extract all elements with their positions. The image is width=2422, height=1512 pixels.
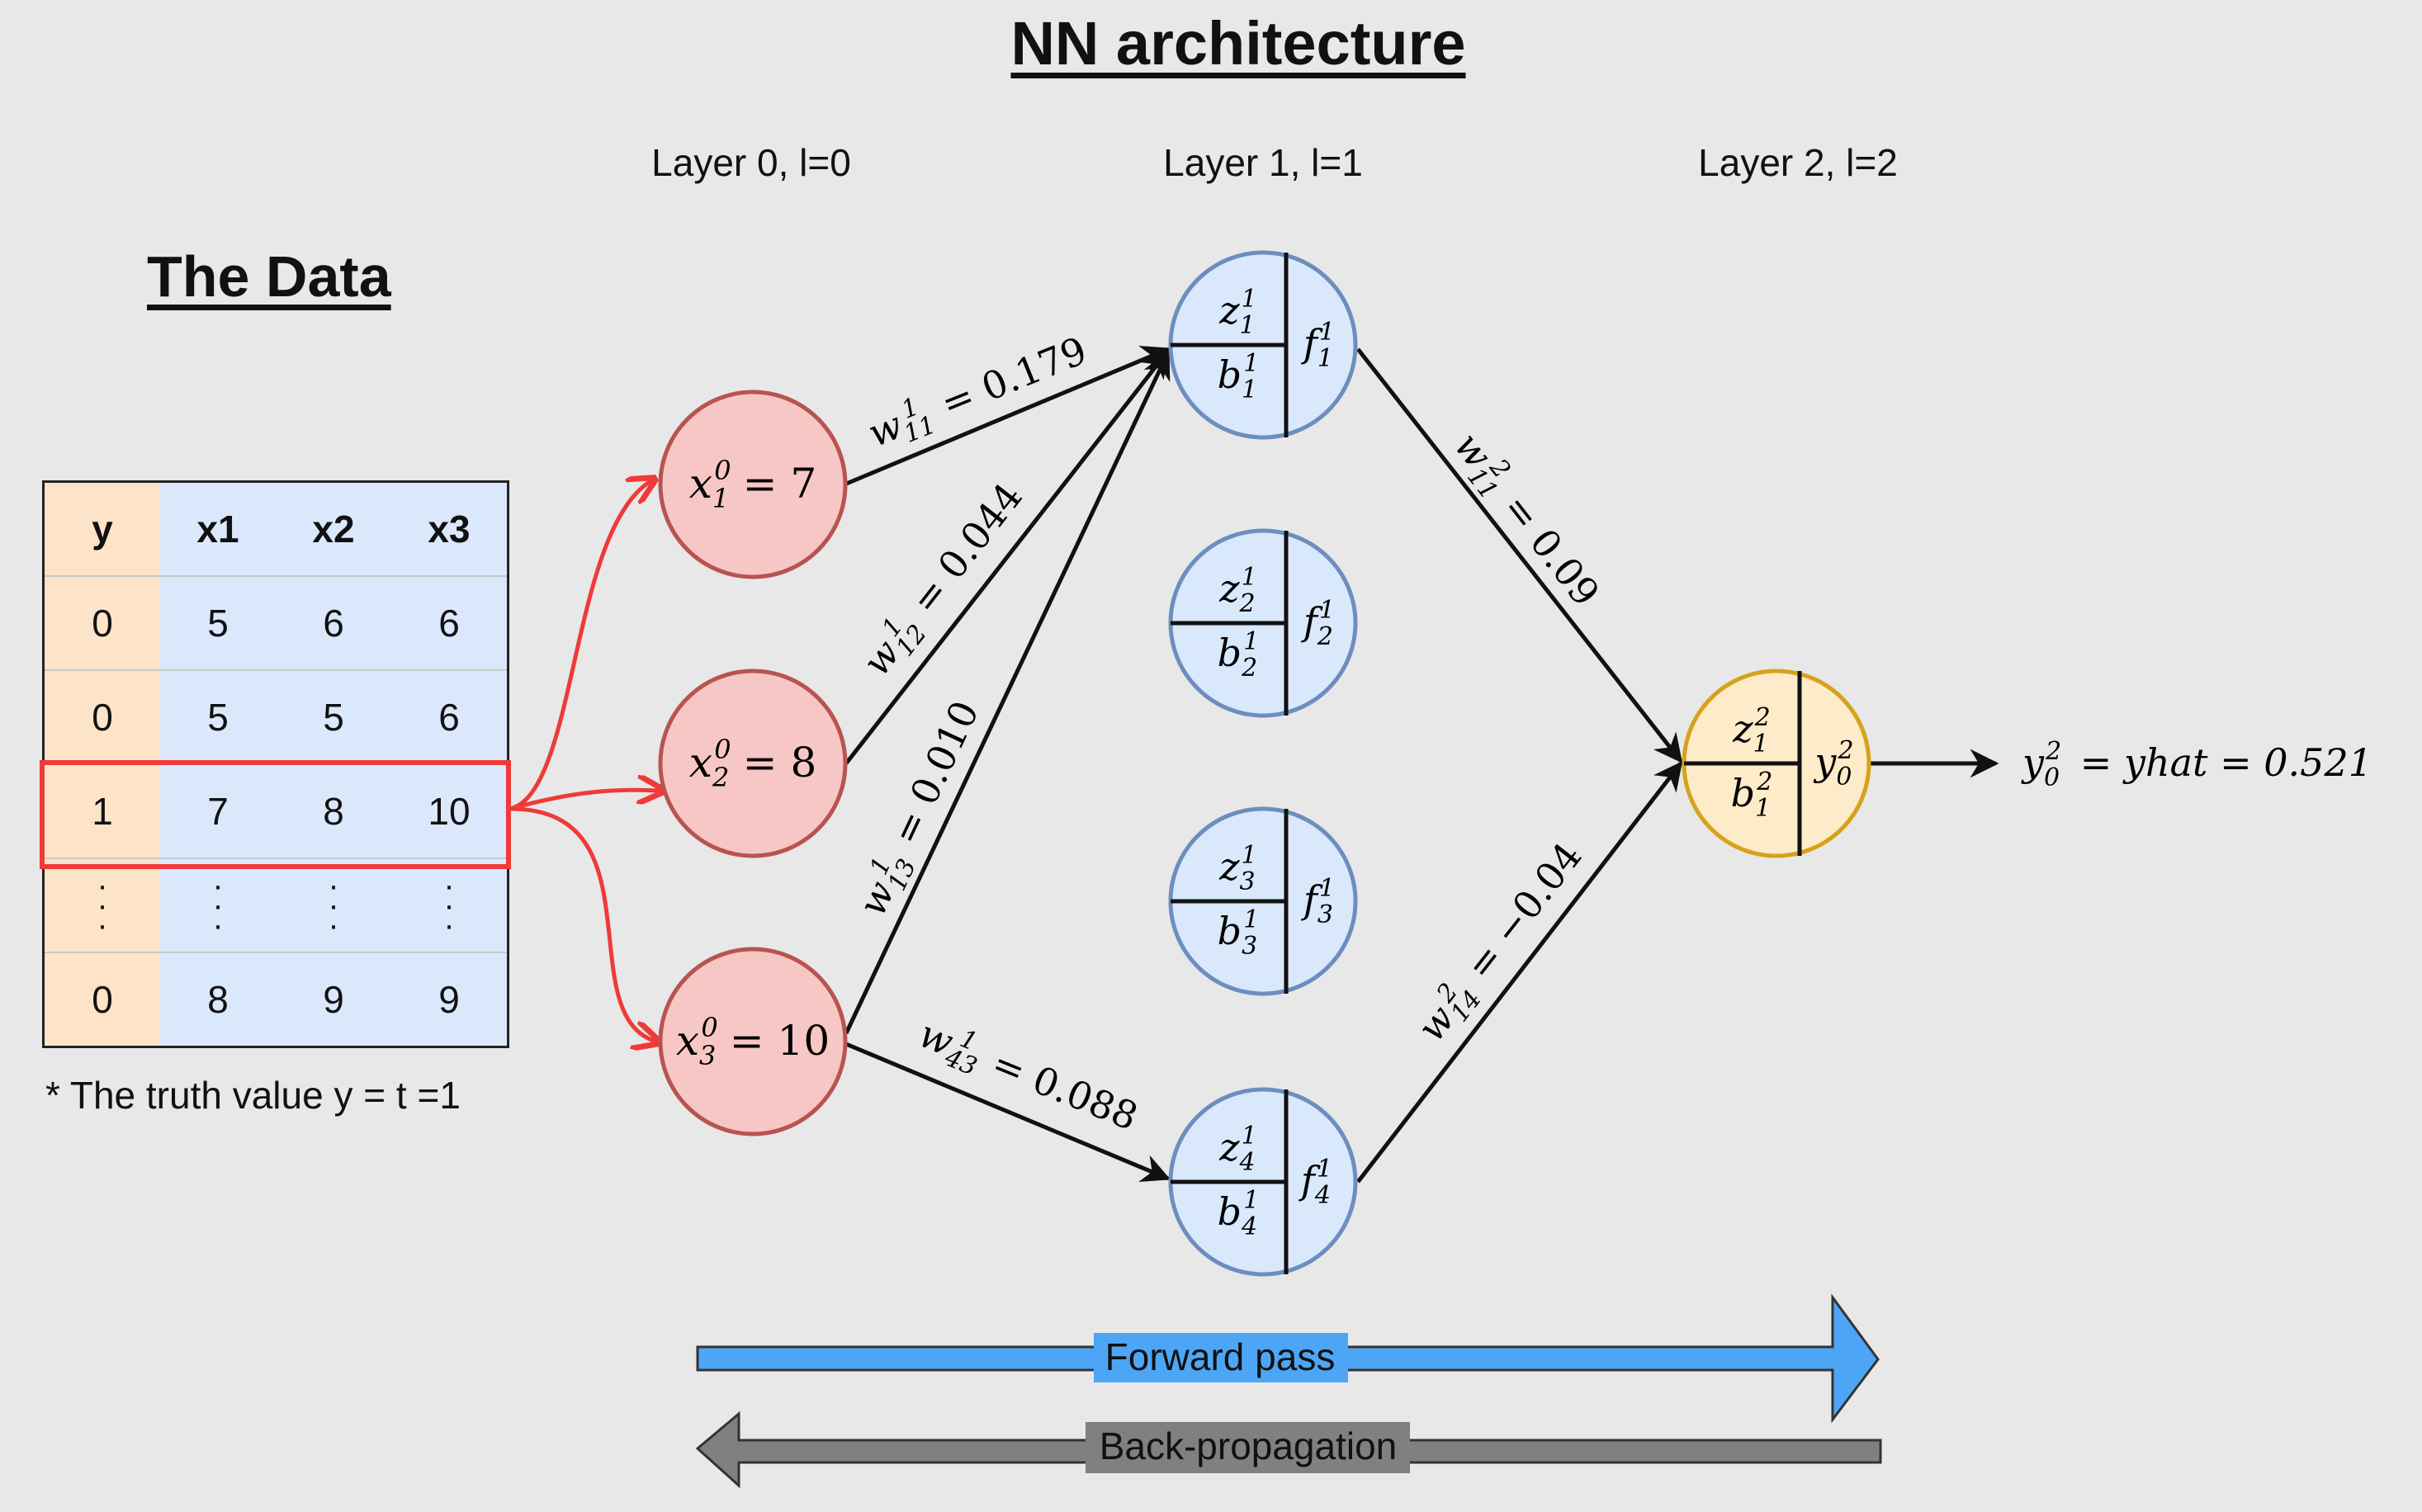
cell: 0: [43, 576, 160, 671]
weight-label-w13-1: w131 = 0.010: [848, 693, 992, 925]
forward-pass-label: Forward pass: [1105, 1335, 1336, 1378]
ellipsis-cell: ···: [276, 858, 391, 953]
hidden-node-2: z21 b21 f21: [1168, 528, 1358, 718]
cell: 9: [276, 952, 391, 1048]
edge-h1-out: [1356, 347, 1683, 763]
edge-x3-h1: [844, 349, 1171, 1035]
svg-text:x20= 8: x20= 8: [689, 734, 817, 793]
page-title: NN architecture: [1010, 9, 1466, 78]
output-node: z12 b12 y02: [1682, 669, 1871, 858]
cell: 7: [160, 764, 276, 859]
svg-text:x30= 10: x30= 10: [676, 1012, 830, 1071]
cell: 6: [276, 576, 391, 671]
ellipsis-cell: ···: [391, 858, 509, 953]
row-highlight-box: [40, 760, 511, 869]
hidden-node-3: z31 b31 f31: [1168, 806, 1358, 996]
svg-text:b11: b11: [1218, 349, 1260, 404]
svg-text:b12: b12: [1731, 768, 1773, 823]
data-title: The Data: [147, 244, 391, 309]
table-header-row: y x1 x2 x3: [43, 481, 509, 577]
svg-text:x10= 7: x10= 7: [689, 455, 817, 514]
svg-text:f11: f11: [1301, 318, 1335, 373]
forward-pass-arrow: Forward pass: [696, 1293, 1880, 1424]
edge-x3-h4: [845, 1042, 1171, 1182]
selection-arrow-1: [509, 480, 652, 811]
layer2-label: Layer 2, l=2: [1698, 141, 1898, 184]
weight-label-w11-2: w112 = 0.09: [1441, 423, 1610, 617]
cell: 0: [43, 952, 160, 1048]
svg-text:b41: b41: [1218, 1186, 1260, 1241]
cell: 9: [391, 952, 509, 1048]
cell: 1: [43, 764, 160, 859]
svg-text:b21: b21: [1218, 627, 1260, 683]
header-y: y: [43, 481, 160, 577]
table-row: 0 5 6 6: [43, 576, 509, 671]
edge-x1-h1: [844, 346, 1171, 487]
truth-value-note: * The truth value y = t =1: [45, 1074, 461, 1117]
hidden-node-4: z41 b41 f41: [1168, 1087, 1358, 1277]
svg-text:z31: z31: [1218, 841, 1256, 896]
back-propagation-arrow: Back-propagation: [695, 1410, 1882, 1489]
cell: 0: [43, 670, 160, 765]
cell: 6: [391, 576, 509, 671]
layer1-label: Layer 1, l=1: [1163, 141, 1363, 184]
edge-x2-h1: [844, 348, 1171, 765]
table-row-ellipsis: ··· ··· ··· ···: [43, 858, 509, 953]
weight-label-w43-1: w431 = 0.088: [911, 1009, 1144, 1144]
svg-text:b31: b31: [1218, 905, 1260, 961]
selection-arrow-2: [509, 790, 660, 811]
cell: 6: [391, 670, 509, 765]
input-node-3: x30= 10: [658, 947, 848, 1136]
weight-label-w12-1: w121 = 0.044: [853, 474, 1036, 688]
selection-arrow-3: [509, 806, 656, 1042]
cell: 8: [160, 952, 276, 1048]
table-row-highlighted: 1 7 8 10: [43, 764, 509, 859]
table-row: 0 5 5 6: [43, 670, 509, 765]
svg-text:z41: z41: [1218, 1122, 1256, 1177]
svg-text:f41: f41: [1299, 1155, 1332, 1210]
cell: 5: [160, 670, 276, 765]
svg-text:z12: z12: [1732, 703, 1770, 758]
layer0-label: Layer 0, l=0: [651, 141, 851, 184]
cell: 5: [276, 670, 391, 765]
ellipsis-cell: ···: [43, 858, 160, 953]
header-x3: x3: [391, 481, 509, 577]
svg-text:z21: z21: [1218, 563, 1256, 618]
ellipsis-cell: ···: [160, 858, 276, 953]
weight-label-w14-2: w142 = −0.04: [1407, 833, 1596, 1053]
svg-text:f31: f31: [1301, 874, 1335, 929]
cell: 10: [391, 764, 509, 859]
svg-text:y02: y02: [1813, 736, 1853, 791]
table-row: 0 8 9 9: [43, 952, 509, 1048]
back-propagation-label: Back-propagation: [1100, 1425, 1398, 1467]
data-table: y x1 x2 x3 0 5 6 6 0 5 5 6 1 7 8 10 ··· …: [42, 480, 509, 1048]
input-node-2: x20= 8: [658, 669, 848, 858]
output-value-label: y02 = yhat = 0.521: [2021, 737, 2372, 792]
header-x2: x2: [276, 481, 391, 577]
hidden-node-1: z11 b11 f11: [1168, 250, 1358, 440]
header-x1: x1: [160, 481, 276, 577]
cell: 8: [276, 764, 391, 859]
input-node-1: x10= 7: [658, 390, 848, 579]
edge-h4-out: [1356, 761, 1683, 1184]
svg-text:z11: z11: [1218, 285, 1256, 340]
cell: 5: [160, 576, 276, 671]
